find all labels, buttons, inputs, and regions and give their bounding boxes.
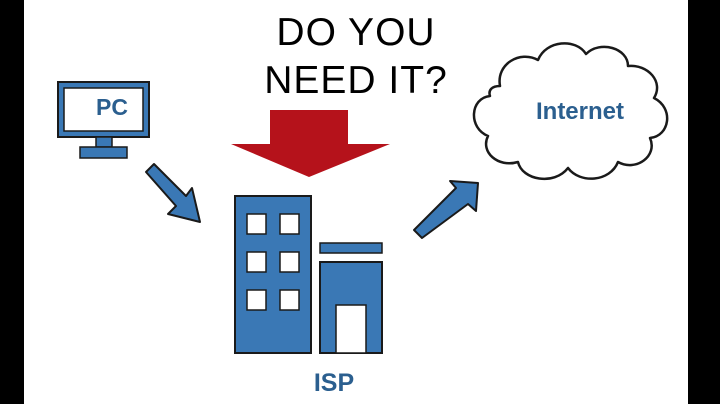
red-down-arrow-icon [231,110,390,177]
diagonal-arrow-up-right-icon [413,180,479,239]
isp-label: ISP [313,369,355,397]
headline-line-2: NEED IT? [264,59,448,102]
building-icon [234,195,383,354]
diagram-canvas: DO YOU NEED IT? PC Internet ISP [24,0,688,404]
internet-label: Internet [535,98,624,125]
cloud-icon [472,42,669,181]
diagonal-arrow-down-right-icon [145,163,201,223]
headline-line-1: DO YOU [276,11,436,54]
pc-label: PC [96,94,128,120]
diagram-graphics [57,42,669,354]
computer-monitor-icon [57,81,150,159]
